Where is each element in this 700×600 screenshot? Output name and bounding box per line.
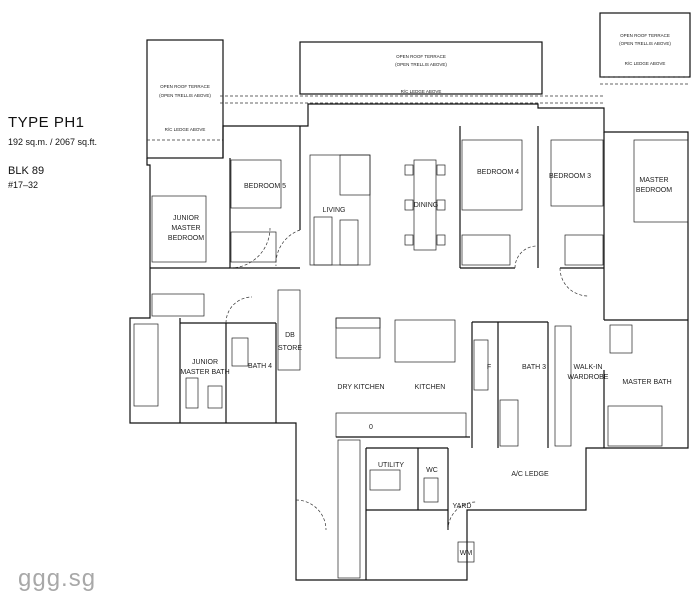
unit-numbers: #17–32 [8,180,39,190]
bath3-label: BATH 3 [522,364,546,371]
terrace-center-sub: (OPEN TRELLIS ABOVE) [395,62,447,67]
terrace-right-label: OPEN ROOF TERRACE [620,33,670,38]
jm-bath-label-1: JUNIOR [192,359,218,366]
junior-master-label-1: JUNIOR [173,215,199,222]
terrace-left-ledge: R/C LEDGE ABOVE [165,127,206,132]
wm-label: WM [460,550,473,557]
block-number: BLK 89 [8,165,45,177]
terrace-left-sub: (OPEN TRELLIS ABOVE) [159,93,211,98]
terrace-center [299,41,543,95]
master-bedroom-label-2: BEDROOM [636,187,672,194]
terrace-center-label: OPEN ROOF TERRACE [396,54,446,59]
unit-info-panel: TYPE PH1 192 sq.m. / 2067 sq.ft. BLK 89 … [8,114,128,190]
kitchen-label: KITCHEN [415,384,446,391]
walkin-label-1: WALK-IN [574,364,603,371]
utility-label: UTILITY [378,462,404,469]
master-bedroom-label-1: MASTER [639,177,668,184]
dry-kitchen-label: DRY KITCHEN [337,384,384,391]
store-label: STORE [278,345,302,352]
walkin-label-2: WARDROBE [568,374,609,381]
master-bath-label: MASTER BATH [622,379,671,386]
living-label: LIVING [323,207,346,214]
f-label: F [487,364,491,371]
fridge-label: 0 [369,424,373,431]
wc-label: WC [426,467,438,474]
bath4-label: BATH 4 [248,363,272,370]
bedroom4-label: BEDROOM 4 [477,169,519,176]
db-label: DB [285,332,295,339]
terrace-left-label: OPEN ROOF TERRACE [160,84,210,89]
watermark: ggg.sg [18,565,97,592]
ac-ledge-label: A/C LEDGE [511,471,549,478]
bedroom5-label: BEDROOM 5 [244,183,286,190]
bedroom3-label: BEDROOM 3 [549,173,591,180]
terrace-right-sub: (OPEN TRELLIS ABOVE) [619,41,671,46]
unit-area: 192 sq.m. / 2067 sq.ft. [8,137,98,147]
yard-label: YARD [453,503,472,510]
dining-label: DINING [414,202,439,209]
terrace-left [146,39,224,159]
terrace-right-ledge: R/C LEDGE ABOVE [625,61,666,66]
terrace-center-ledge: R/C LEDGE ABOVE [401,89,442,94]
junior-master-label-3: BEDROOM [168,235,204,242]
junior-master-label-2: MASTER [171,225,200,232]
unit-type-title: TYPE PH1 [8,114,85,131]
jm-bath-label-2: MASTER BATH [180,369,229,376]
